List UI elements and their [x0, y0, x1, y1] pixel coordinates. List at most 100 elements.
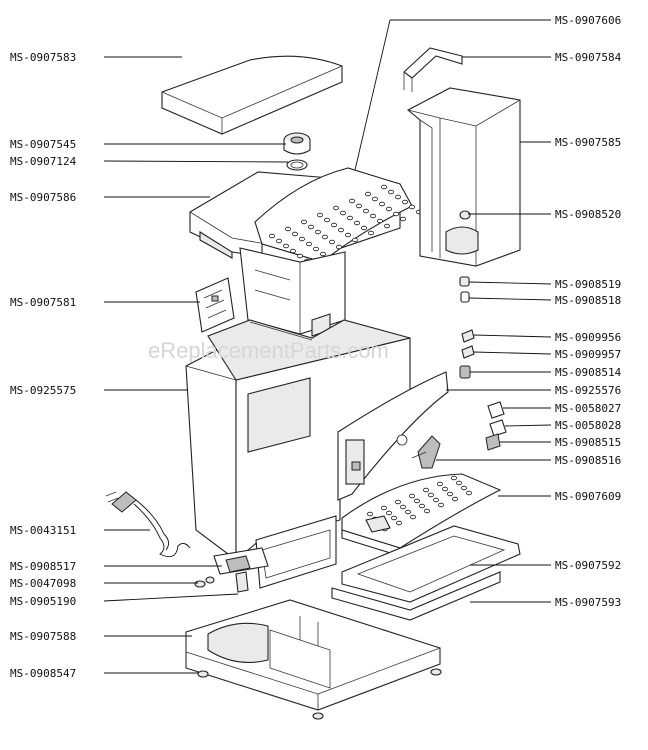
grate-hole: [353, 220, 360, 226]
grate-hole: [408, 493, 415, 499]
grate-hole: [387, 189, 394, 195]
grate-hole: [385, 206, 392, 212]
part-label-left: MS-0908547: [10, 667, 76, 680]
bracket-assembly: [213, 547, 269, 593]
cap-c: [485, 433, 501, 451]
part-label-left: MS-0043151: [10, 524, 76, 537]
grate-hole: [380, 184, 387, 190]
nozzle-b: [461, 345, 475, 359]
grate-hole: [390, 515, 397, 521]
leader-line: [473, 351, 552, 355]
part-label-left: MS-0907545: [10, 138, 76, 151]
part-label-right: MS-0925576: [555, 384, 621, 397]
part-label-right: MS-0907584: [555, 51, 622, 64]
main-housing: [185, 319, 411, 562]
grate-hole: [392, 211, 399, 217]
grate-hole: [307, 224, 314, 230]
power-cord: [105, 491, 191, 558]
grate-hole: [291, 231, 298, 237]
grate-hole: [268, 233, 275, 239]
grate-hole: [289, 248, 296, 254]
part-label-right: MS-0909956: [555, 331, 621, 344]
grate-hole: [371, 196, 378, 202]
leader-line: [504, 424, 552, 427]
grate-hole: [369, 213, 376, 219]
grate-hole: [408, 204, 415, 210]
water-tank: [407, 87, 521, 267]
grate-hole: [399, 504, 406, 510]
leader-lines: [103, 19, 552, 674]
grate-hole: [360, 225, 367, 231]
grate-hole: [409, 514, 416, 520]
part-label-right: MS-0908520: [555, 208, 621, 221]
part-label-left: MS-0907124: [10, 155, 77, 168]
grate-hole: [300, 219, 307, 225]
seal-lower: [460, 291, 470, 303]
grate-hole: [395, 520, 402, 526]
labels-right: MS-0907606MS-0907584MS-0907585MS-0908520…: [555, 14, 622, 609]
grate-hole: [401, 199, 408, 205]
inner-floor: [255, 515, 337, 589]
part-label-left: MS-0907586: [10, 191, 76, 204]
part-label-right: MS-0907606: [555, 14, 621, 27]
leader-line: [103, 160, 289, 163]
grate-hole: [355, 203, 362, 209]
clip: [194, 576, 215, 588]
grinder-ring: [286, 159, 308, 171]
grate-hole: [275, 238, 282, 244]
part-label-right: MS-0908519: [555, 278, 621, 291]
grate-hole: [330, 222, 337, 228]
grate-hole: [376, 218, 383, 224]
part-label-right: MS-0058028: [555, 419, 621, 432]
base-plate: [185, 599, 441, 711]
grate-hole: [346, 215, 353, 221]
grate-hole: [441, 486, 448, 492]
tank-valve: [459, 210, 471, 220]
grate-hole: [380, 505, 387, 511]
grinder-knob: [283, 132, 311, 155]
grate-hole: [455, 480, 462, 486]
part-label-left: MS-0907588: [10, 630, 76, 643]
grate-hole: [362, 208, 369, 214]
part-label-right: MS-0058027: [555, 402, 621, 415]
drip-tray-front: [331, 571, 501, 621]
part-label-right: MS-0909957: [555, 348, 621, 361]
switch-knob: [459, 365, 471, 379]
grate-hole: [378, 201, 385, 207]
part-label-right: MS-0907585: [555, 136, 621, 149]
grate-hole: [432, 497, 439, 503]
part-label-right: MS-0908514: [555, 366, 622, 379]
cap-b: [489, 419, 507, 437]
grate-hole: [422, 487, 429, 493]
grate-hole: [465, 490, 472, 496]
leader-line: [354, 19, 391, 171]
grate-hole: [394, 194, 401, 200]
grate-hole: [366, 511, 373, 517]
grate-hole: [427, 492, 434, 498]
grate-hole: [298, 236, 305, 242]
part-label-left: MS-0047098: [10, 577, 76, 590]
rubber-foot: [197, 668, 442, 720]
part-label-left: MS-0925575: [10, 384, 76, 397]
coffee-spout: [411, 435, 441, 469]
part-label-left: MS-0907581: [10, 296, 76, 309]
watermark: eReplacementParts.com: [148, 338, 389, 363]
grate-hole: [451, 496, 458, 502]
grate-hole: [413, 498, 420, 504]
part-label-left: MS-0907583: [10, 51, 76, 64]
part-label-right: MS-0907609: [555, 490, 621, 503]
grate-hole: [364, 191, 371, 197]
grate-hole: [450, 475, 457, 481]
leader-line: [468, 297, 552, 301]
grate-hole: [383, 223, 390, 229]
grate-hole: [335, 244, 342, 250]
grate-hole: [284, 226, 291, 232]
leader-line: [473, 334, 552, 338]
part-label-left: MS-0908517: [10, 560, 76, 573]
grate-hole: [312, 246, 319, 252]
grate-hole: [436, 481, 443, 487]
grate-hole: [321, 234, 328, 240]
grate-hole: [319, 251, 326, 257]
grate-hole: [305, 241, 312, 247]
